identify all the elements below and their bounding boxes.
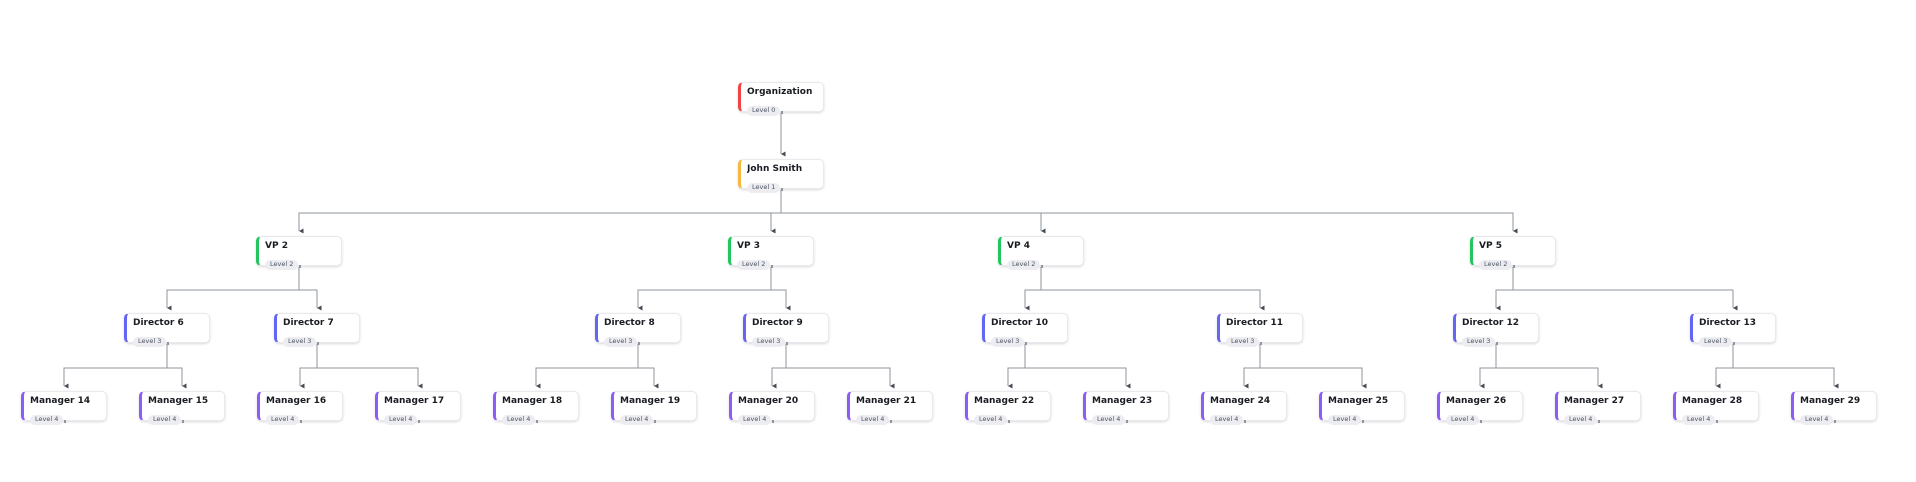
org-node-d6[interactable]: Director 6 Level 3 [124,313,210,348]
node-level-badge: Level 4 [974,415,1008,426]
org-node-m14[interactable]: Manager 14 Level 4 [21,391,107,426]
node-level-badge: Level 2 [1479,260,1513,271]
org-node-d11[interactable]: Director 11 Level 3 [1217,313,1303,348]
node-level-badge: Level 3 [1699,337,1733,348]
org-node-d9[interactable]: Director 9 Level 3 [743,313,829,348]
node-title: Manager 15 [148,396,209,406]
node-title: Manager 28 [1682,396,1743,406]
node-level-badge: Level 4 [1092,415,1126,426]
node-title: Manager 16 [266,396,327,406]
org-node-vp4[interactable]: VP 4 Level 2 [998,236,1084,271]
node-title: Manager 27 [1564,396,1625,406]
node-title: VP 3 [737,241,760,251]
node-title: Manager 14 [30,396,91,406]
node-level-badge: Level 3 [1462,337,1496,348]
node-title: Director 12 [1462,318,1520,328]
node-level-badge: Level 2 [265,260,299,271]
node-title: Manager 26 [1446,396,1507,406]
node-level-badge: Level 3 [133,337,167,348]
org-node-m22[interactable]: Manager 22 Level 4 [965,391,1051,426]
node-title: Director 8 [604,318,655,328]
node-level-badge: Level 3 [283,337,317,348]
org-node-d13[interactable]: Director 13 Level 3 [1690,313,1776,348]
node-level-badge: Level 4 [1210,415,1244,426]
node-title: VP 2 [265,241,288,251]
node-title: Director 9 [752,318,803,328]
node-title: Manager 25 [1328,396,1389,406]
node-title: Manager 18 [502,396,563,406]
node-level-badge: Level 3 [991,337,1025,348]
node-level-badge: Level 2 [1007,260,1041,271]
org-node-m29[interactable]: Manager 29 Level 4 [1791,391,1877,426]
org-node-m21[interactable]: Manager 21 Level 4 [847,391,933,426]
org-node-d7[interactable]: Director 7 Level 3 [274,313,360,348]
node-title: Manager 29 [1800,396,1861,406]
node-title: Manager 23 [1092,396,1153,406]
node-title: Director 11 [1226,318,1284,328]
org-node-m26[interactable]: Manager 26 Level 4 [1437,391,1523,426]
org-node-m25[interactable]: Manager 25 Level 4 [1319,391,1405,426]
node-title: Manager 17 [384,396,445,406]
org-node-m24[interactable]: Manager 24 Level 4 [1201,391,1287,426]
org-node-d8[interactable]: Director 8 Level 3 [595,313,681,348]
node-title: John Smith [747,164,803,174]
org-node-vp5[interactable]: VP 5 Level 2 [1470,236,1556,271]
org-node-d12[interactable]: Director 12 Level 3 [1453,313,1539,348]
node-level-badge: Level 4 [148,415,182,426]
node-title: Manager 24 [1210,396,1271,406]
node-level-badge: Level 4 [502,415,536,426]
node-title: VP 4 [1007,241,1030,251]
node-level-badge: Level 4 [266,415,300,426]
org-node-vp2[interactable]: VP 2 Level 2 [256,236,342,271]
node-level-badge: Level 1 [747,183,781,194]
node-level-badge: Level 4 [1564,415,1598,426]
node-title: Organization [747,87,813,97]
org-node-m18[interactable]: Manager 18 Level 4 [493,391,579,426]
node-level-badge: Level 3 [1226,337,1260,348]
org-node-m20[interactable]: Manager 20 Level 4 [729,391,815,426]
org-node-d10[interactable]: Director 10 Level 3 [982,313,1068,348]
org-node-vp3[interactable]: VP 3 Level 2 [728,236,814,271]
node-level-badge: Level 4 [1446,415,1480,426]
node-title: Manager 19 [620,396,681,406]
node-level-badge: Level 4 [1328,415,1362,426]
node-level-badge: Level 4 [384,415,418,426]
node-level-badge: Level 4 [30,415,64,426]
node-level-badge: Level 0 [747,106,781,117]
node-title: Director 10 [991,318,1049,328]
node-level-badge: Level 3 [604,337,638,348]
node-title: Director 13 [1699,318,1757,328]
node-title: VP 5 [1479,241,1502,251]
org-node-m16[interactable]: Manager 16 Level 4 [257,391,343,426]
node-level-badge: Level 4 [620,415,654,426]
node-title: Manager 20 [738,396,799,406]
org-node-m27[interactable]: Manager 27 Level 4 [1555,391,1641,426]
node-level-badge: Level 4 [856,415,890,426]
org-node-m23[interactable]: Manager 23 Level 4 [1083,391,1169,426]
node-level-badge: Level 3 [752,337,786,348]
node-title: Manager 22 [974,396,1035,406]
org-node-m17[interactable]: Manager 17 Level 4 [375,391,461,426]
org-node-m28[interactable]: Manager 28 Level 4 [1673,391,1759,426]
node-title: Director 7 [283,318,334,328]
org-node-m19[interactable]: Manager 19 Level 4 [611,391,697,426]
org-node-m15[interactable]: Manager 15 Level 4 [139,391,225,426]
node-level-badge: Level 2 [737,260,771,271]
node-level-badge: Level 4 [1800,415,1834,426]
node-level-badge: Level 4 [1682,415,1716,426]
node-title: Manager 21 [856,396,917,406]
node-title: Director 6 [133,318,184,328]
node-level-badge: Level 4 [738,415,772,426]
